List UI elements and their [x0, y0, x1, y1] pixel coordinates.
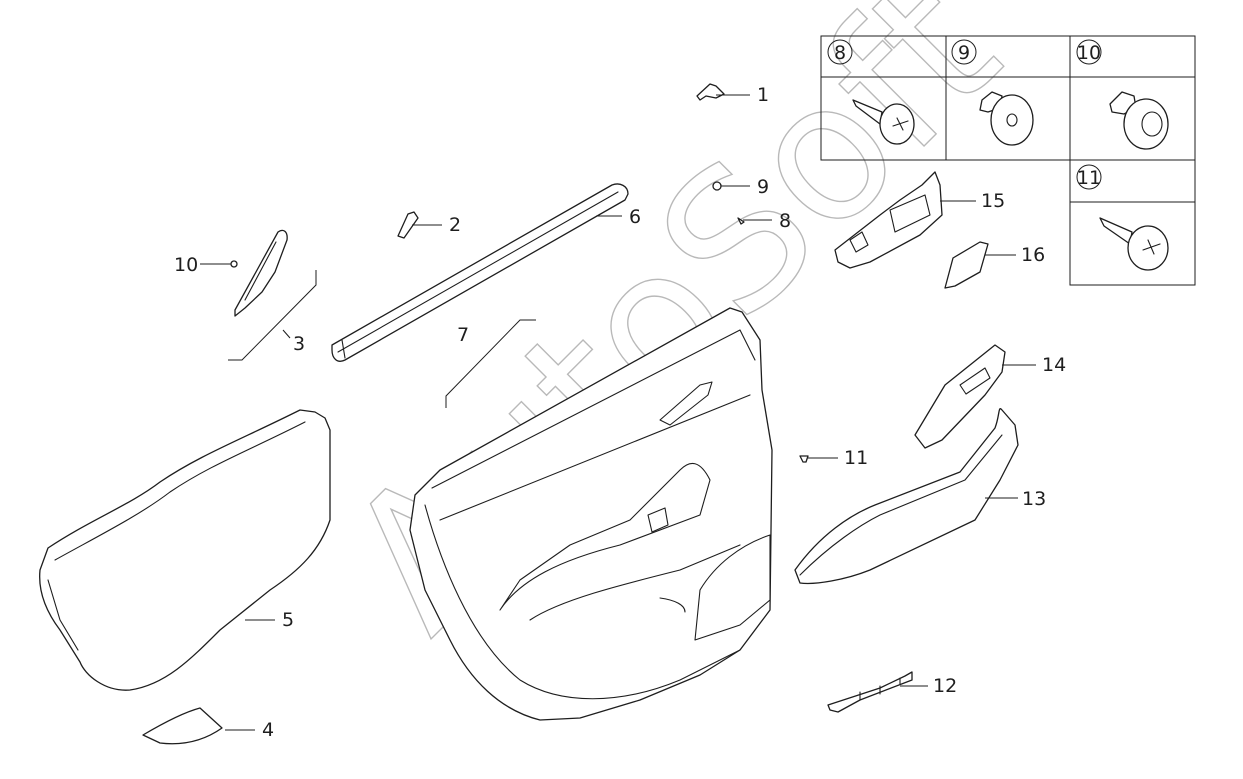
part-10-fastener[interactable] — [230, 260, 238, 268]
label-part-14: 14 — [1042, 354, 1066, 376]
table-cell-9: 9 — [951, 39, 1034, 146]
part-6-weatherstrip[interactable] — [331, 183, 629, 362]
table-label-11: 11 — [1077, 167, 1101, 189]
screw-11-icon — [1099, 217, 1169, 271]
table-label-10: 10 — [1077, 42, 1101, 64]
label-part-6: 6 — [629, 206, 641, 228]
screw-8-icon — [852, 99, 915, 145]
part-8-screw[interactable] — [737, 217, 745, 225]
fastener-10-icon — [1109, 91, 1169, 150]
part-14-switch-bezel[interactable] — [914, 344, 1006, 449]
part-11-screw[interactable] — [799, 455, 809, 463]
label-part-16: 16 — [1021, 244, 1045, 266]
leader-lines — [200, 94, 1036, 731]
part-12-strip[interactable] — [827, 671, 913, 713]
part-1-clip[interactable] — [696, 83, 725, 101]
label-part-3: 3 — [293, 333, 305, 355]
part-2-clip[interactable] — [397, 211, 419, 239]
label-part-12: 12 — [933, 675, 957, 697]
fastener-table: 8 9 10 — [820, 35, 1196, 286]
table-cell-8: 8 — [827, 39, 915, 145]
label-part-13: 13 — [1022, 488, 1046, 510]
part-4-pad[interactable] — [142, 707, 223, 745]
table-label-8: 8 — [834, 42, 846, 64]
fastener-9-icon — [979, 91, 1034, 146]
label-part-8: 8 — [779, 210, 791, 232]
label-part-10: 10 — [174, 254, 198, 276]
label-part-9: 9 — [757, 176, 769, 198]
label-part-5: 5 — [282, 609, 294, 631]
label-part-11: 11 — [844, 447, 868, 469]
part-13-armrest[interactable] — [794, 408, 1019, 585]
table-label-9: 9 — [958, 42, 970, 64]
label-part-4: 4 — [262, 719, 274, 741]
table-cell-11: 11 — [1076, 164, 1169, 271]
part-9-fastener[interactable] — [712, 181, 722, 191]
table-cell-10: 10 — [1076, 39, 1169, 150]
part-5-sheet[interactable] — [39, 409, 331, 691]
part-3-trim[interactable] — [234, 229, 288, 317]
part-15-handle[interactable] — [834, 171, 943, 269]
label-part-15: 15 — [981, 190, 1005, 212]
label-part-7: 7 — [457, 324, 469, 346]
label-part-2: 2 — [449, 214, 461, 236]
part-7-door-panel[interactable] — [409, 307, 773, 721]
label-part-1: 1 — [757, 84, 769, 106]
part-16-cover[interactable] — [944, 241, 989, 289]
